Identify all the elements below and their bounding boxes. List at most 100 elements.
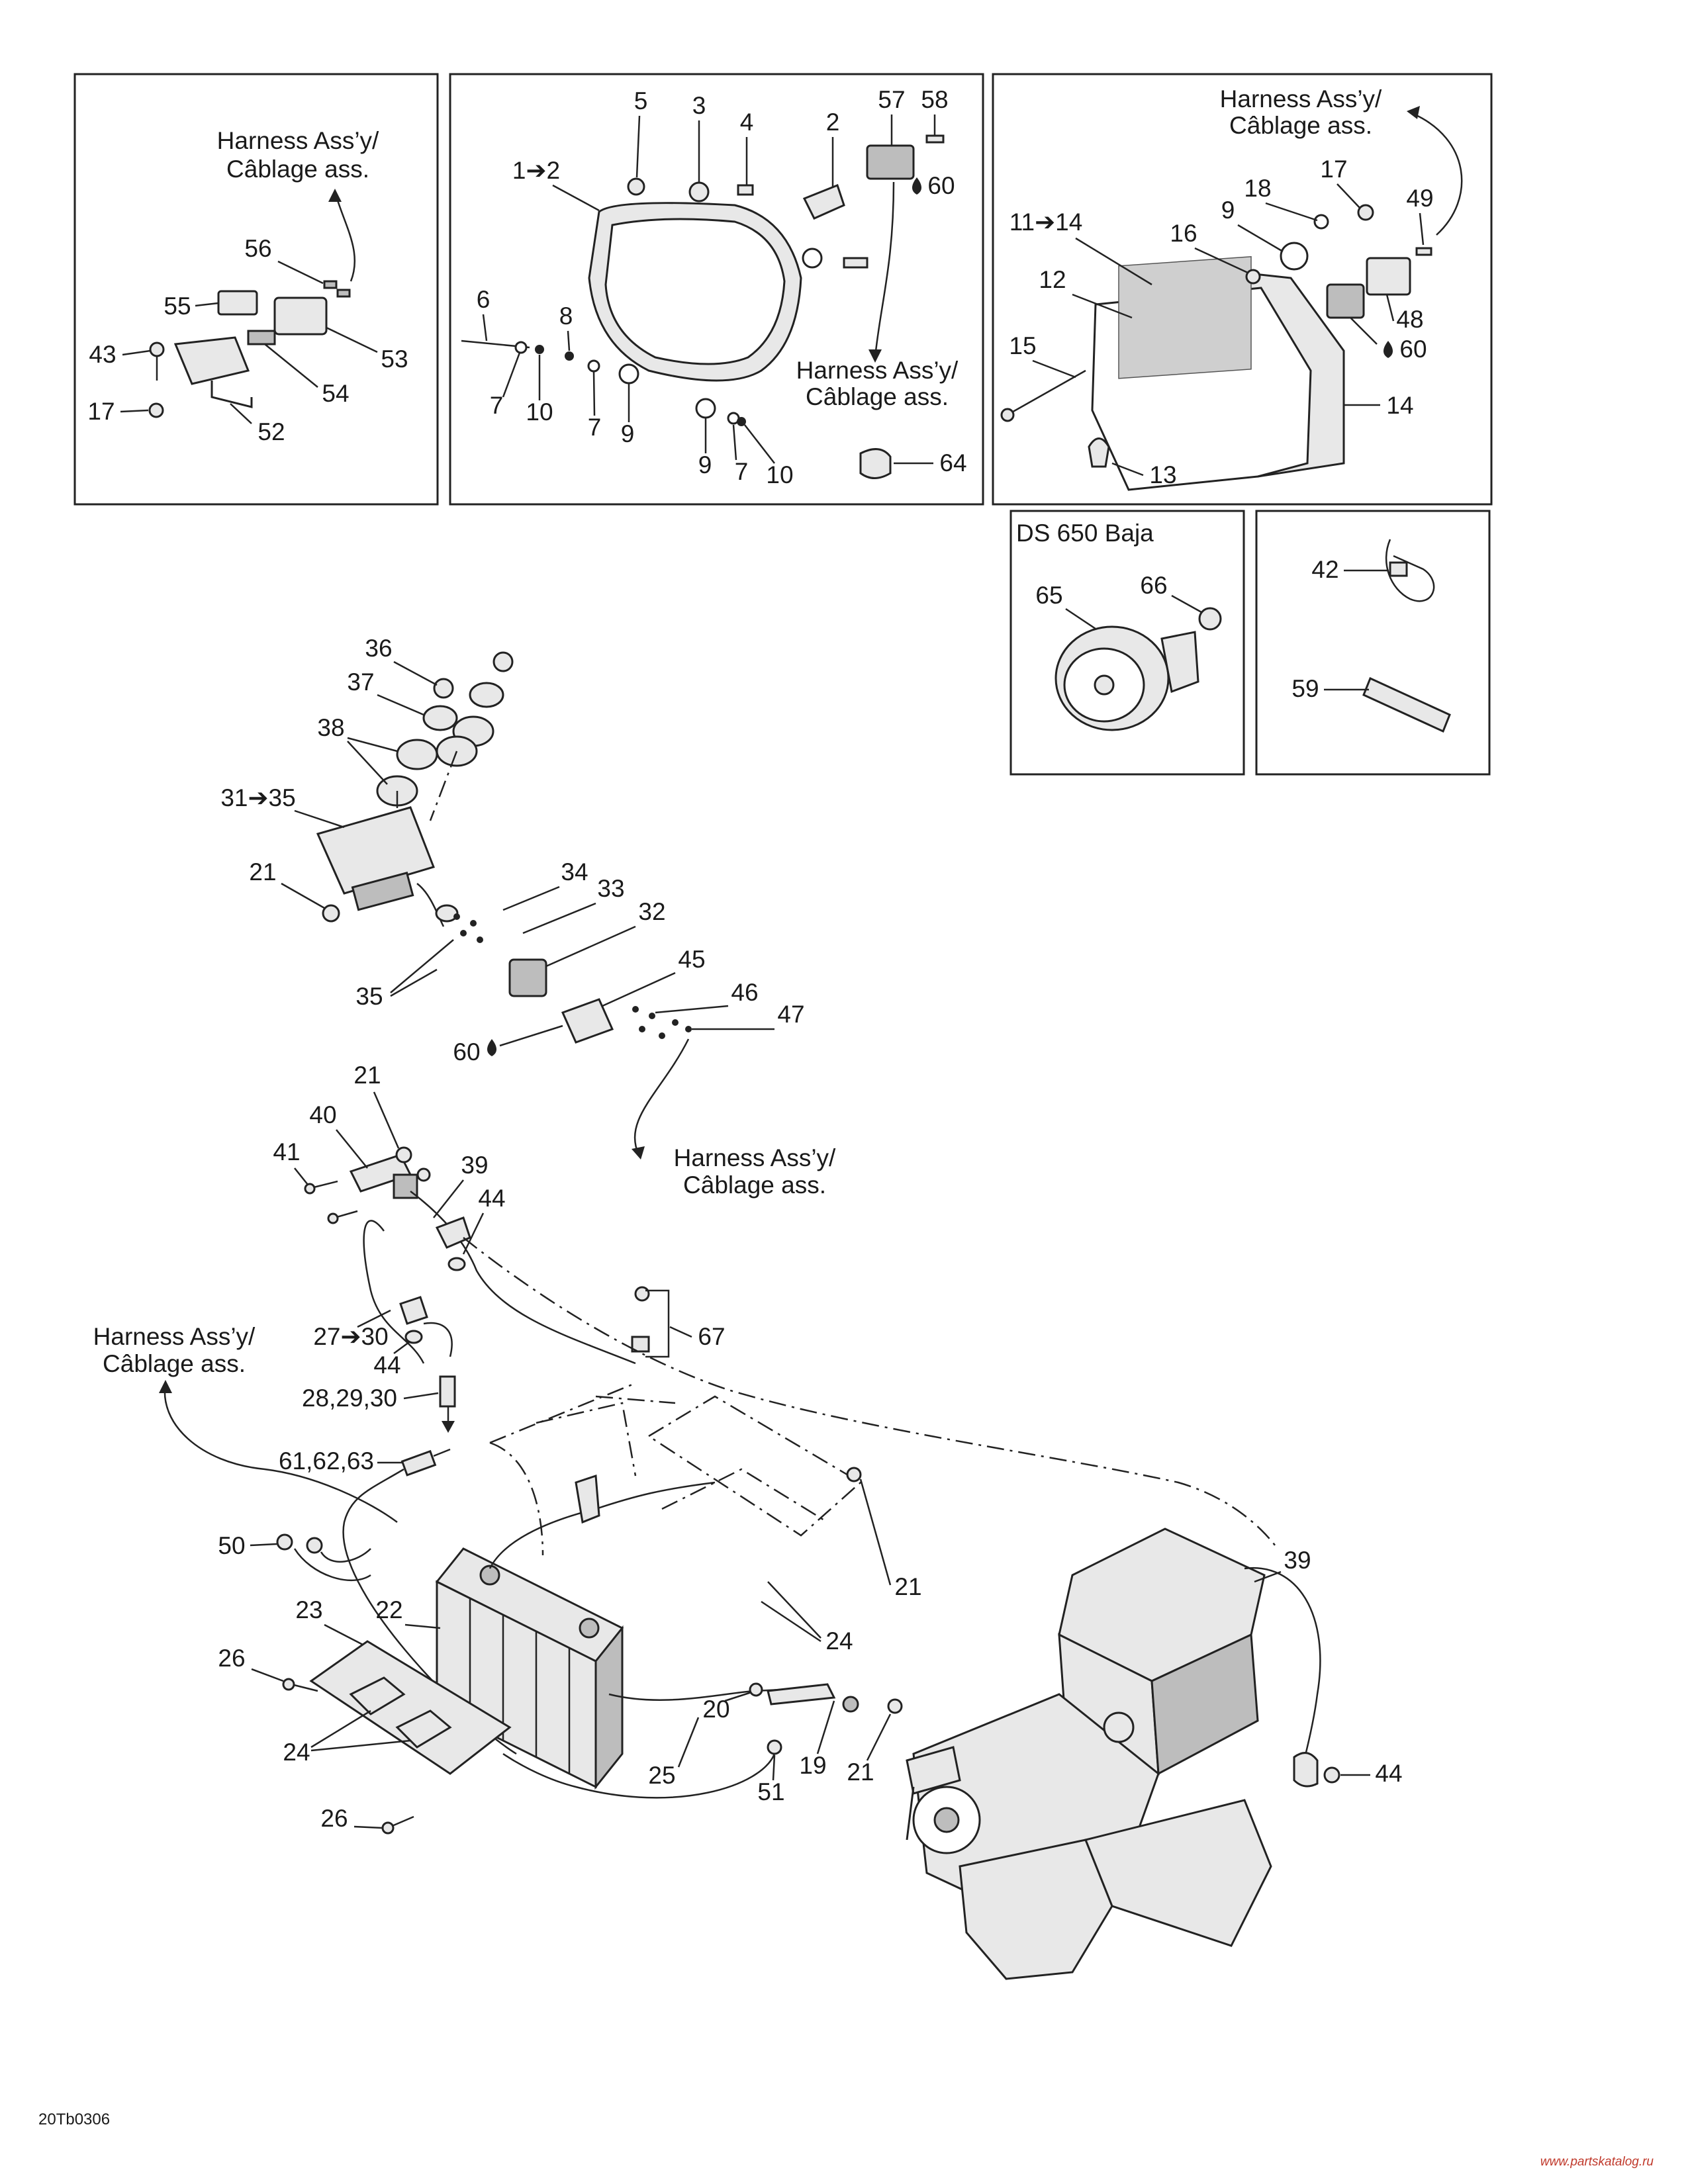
leader bbox=[1171, 594, 1202, 614]
callout-7: 7 bbox=[588, 414, 602, 441]
callout-56: 56 bbox=[244, 235, 271, 262]
part-7-washer bbox=[514, 341, 528, 354]
part-52-bracket bbox=[211, 381, 253, 408]
part-25-cable bbox=[502, 1752, 776, 1799]
leader bbox=[281, 882, 325, 909]
leader bbox=[816, 1700, 835, 1754]
leader bbox=[277, 260, 324, 285]
callout-20: 20 bbox=[702, 1696, 729, 1723]
part-36-screw bbox=[433, 678, 454, 699]
wire bbox=[293, 1548, 371, 1581]
callout-7: 7 bbox=[735, 458, 749, 485]
part-21-nut bbox=[887, 1698, 903, 1714]
part-39-cable bbox=[1244, 1567, 1321, 1761]
wire bbox=[320, 1548, 371, 1563]
part-39-boot bbox=[1293, 1752, 1319, 1788]
callout-44: 44 bbox=[1375, 1760, 1402, 1787]
callout-22: 22 bbox=[375, 1596, 402, 1623]
part-9-grommet bbox=[695, 398, 716, 419]
part-47-seal bbox=[672, 1019, 679, 1026]
part-56-pins bbox=[336, 289, 351, 298]
part-26-screw-head bbox=[282, 1678, 295, 1691]
part-55-seal bbox=[217, 290, 258, 316]
engine-starter bbox=[906, 1746, 961, 1795]
cable-routing bbox=[463, 1237, 1278, 1549]
leader bbox=[390, 968, 438, 997]
part-12-lens-grid bbox=[1118, 256, 1252, 379]
part-61-fuse bbox=[400, 1449, 437, 1477]
panel-frame bbox=[1255, 510, 1491, 776]
callout-52: 52 bbox=[258, 418, 285, 445]
leader bbox=[482, 314, 488, 341]
part-20-ground-cable bbox=[608, 1686, 821, 1701]
frame-mount-outline bbox=[647, 1395, 863, 1537]
panel-title: DS 650 Baja bbox=[1016, 520, 1154, 547]
part-24-pad bbox=[349, 1676, 406, 1715]
callout-8: 8 bbox=[559, 302, 573, 330]
part-22-battery-side bbox=[594, 1625, 624, 1790]
leader bbox=[502, 886, 560, 911]
callout-51: 51 bbox=[757, 1778, 784, 1805]
callout-34: 34 bbox=[561, 858, 588, 886]
engine-gearbox bbox=[1084, 1799, 1272, 1947]
callout-35: 35 bbox=[355, 983, 383, 1010]
leader bbox=[1413, 113, 1463, 236]
part-41-screw bbox=[310, 1180, 338, 1189]
callout-21: 21 bbox=[353, 1062, 381, 1089]
frame-mount-outline bbox=[489, 1441, 544, 1556]
leader bbox=[545, 925, 636, 968]
part-15-screw-head bbox=[1000, 408, 1015, 422]
leader bbox=[732, 424, 737, 461]
panel-frame bbox=[1009, 510, 1245, 776]
callout-21: 21 bbox=[847, 1758, 874, 1786]
callout-33: 33 bbox=[597, 875, 624, 902]
leader bbox=[393, 660, 438, 686]
callout-66: 66 bbox=[1140, 572, 1167, 599]
leader bbox=[294, 809, 345, 829]
callout-11-14: 11➔14 bbox=[1009, 208, 1083, 236]
part-31-cdi-terminals bbox=[351, 872, 414, 911]
harness-label: Harness Ass’y/ bbox=[93, 1323, 256, 1350]
panel-headlight: 5 3 4 2 57 58 60 1➔2 6 8 7 10 7 9 9 7 10… bbox=[449, 73, 984, 506]
wire bbox=[416, 883, 445, 927]
part-31-cdi-module bbox=[316, 806, 435, 895]
part-57-connector bbox=[866, 144, 915, 180]
leader bbox=[326, 326, 378, 353]
part-41-screw-head bbox=[327, 1212, 339, 1224]
harness-label: Câblage ass. bbox=[1229, 112, 1372, 139]
leader bbox=[433, 1179, 464, 1218]
leader bbox=[393, 1341, 410, 1355]
panel-frame bbox=[73, 73, 439, 506]
part-44-boot bbox=[447, 1257, 466, 1271]
part-5-nut bbox=[627, 177, 645, 196]
leader bbox=[310, 1739, 411, 1752]
part-9-grommet bbox=[618, 363, 639, 385]
callout-26: 26 bbox=[320, 1805, 348, 1832]
arrow-icon bbox=[328, 189, 342, 202]
part-2-bulb bbox=[802, 184, 845, 220]
callout-9: 9 bbox=[621, 420, 635, 447]
harness-label: Câblage ass. bbox=[226, 156, 369, 183]
callout-3: 3 bbox=[692, 92, 706, 119]
part-39-cable bbox=[410, 1191, 636, 1365]
callout-23: 23 bbox=[295, 1596, 322, 1623]
callout-44: 44 bbox=[478, 1185, 505, 1212]
callout-26: 26 bbox=[218, 1645, 245, 1672]
engine-assembly bbox=[906, 1527, 1321, 1980]
harness-label: Harness Ass’y/ bbox=[217, 127, 379, 154]
wire bbox=[164, 1383, 398, 1524]
callout-24: 24 bbox=[283, 1739, 310, 1766]
cable-routing bbox=[489, 1382, 676, 1444]
part-23-battery-tray bbox=[309, 1640, 512, 1775]
callout-50: 50 bbox=[218, 1532, 245, 1559]
part-7-washer bbox=[587, 359, 600, 373]
leader bbox=[264, 343, 318, 388]
drop-icon bbox=[487, 1039, 496, 1056]
part-58-pin bbox=[925, 134, 945, 144]
callout-65: 65 bbox=[1035, 582, 1062, 609]
part-17-nut bbox=[1357, 204, 1374, 221]
watermark-url: www.partskatalog.ru bbox=[1540, 2155, 1654, 2169]
part-13-bulb bbox=[1088, 437, 1110, 468]
leader bbox=[390, 939, 454, 993]
